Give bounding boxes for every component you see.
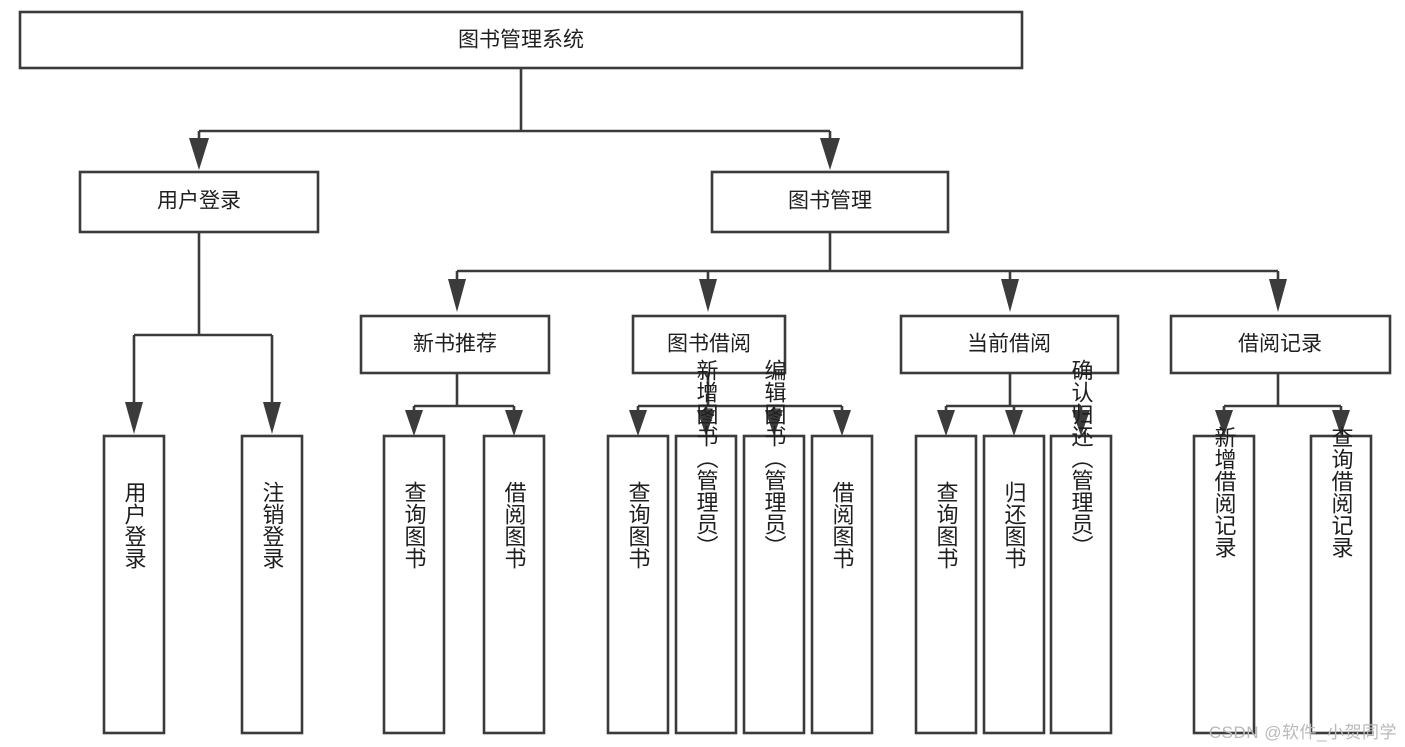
node-leaf-rec-query-box[interactable] [382,434,446,735]
node-leaf-user-logout-label: 注销登录 [260,481,285,569]
node-leaf-cur-confirm[interactable]: 确认归还（管理员） [1049,359,1113,735]
node-book-borrow-label: 图书借阅 [667,333,751,356]
arrow-root-to-user-login [189,138,209,170]
node-leaf-borrow-query-label: 查询图书 [626,481,651,569]
node-leaf-cur-return[interactable]: 归还图书 [982,434,1046,735]
node-leaf-borrow-query-box[interactable] [606,434,670,735]
arrow-leaf-cur-return [1005,410,1023,436]
node-leaf-rec-add-box[interactable] [1192,434,1256,735]
node-leaf-borrow-edit-box[interactable] [742,434,806,735]
node-root-box[interactable] [18,10,1024,70]
arrow-leaf-rec-query [405,410,423,436]
node-new-book-rec-box[interactable] [359,314,551,375]
node-leaf-rec-add[interactable]: 新增借阅记录 [1192,426,1256,735]
node-leaf-user-logout[interactable]: 注销登录 [240,434,304,735]
node-leaf-cur-query-label: 查询图书 [934,481,959,569]
arrow-to-new-book-rec [448,279,466,312]
arrow-root-to-book-manage [820,138,840,170]
node-new-book-rec[interactable]: 新书推荐 [359,314,551,375]
node-leaf-borrow-lend[interactable]: 借阅图书 [810,434,874,735]
node-book-manage-box[interactable] [710,170,950,234]
node-leaf-rec-search[interactable]: 查询借阅记录 [1309,426,1373,735]
arrow-leaf-cur-query [937,410,955,436]
node-leaf-user-login-label: 用户登录 [122,481,147,569]
node-leaf-user-login-box[interactable] [102,434,166,735]
node-leaf-cur-confirm-box[interactable] [1049,434,1113,735]
node-current-borrow-label: 当前借阅 [967,333,1051,356]
arrow-leaf-cur-confirm [1072,410,1090,436]
arrow-leaf-borrow-add [697,410,715,436]
arrow-to-current-borrow [1001,279,1019,312]
edges-layer [125,68,1350,436]
node-leaf-cur-return-label: 归还图书 [1002,481,1027,569]
node-user-login[interactable]: 用户登录 [78,170,320,234]
node-leaf-cur-query-box[interactable] [914,434,978,735]
arrow-leaf-borrow-lend [833,410,851,436]
node-user-login-label: 用户登录 [157,190,241,213]
node-leaf-rec-borrow[interactable]: 借阅图书 [482,434,546,735]
node-current-borrow[interactable]: 当前借阅 [899,314,1120,375]
node-leaf-rec-query[interactable]: 查询图书 [382,434,446,735]
node-leaf-cur-return-box[interactable] [982,434,1046,735]
node-current-borrow-box[interactable] [899,314,1120,375]
node-leaf-borrow-query[interactable]: 查询图书 [606,434,670,735]
arrow-leaf-borrow-edit [765,410,783,436]
arrow-leaf-user-logout [263,402,281,434]
arrow-leaf-rec-borrow [505,410,523,436]
arrow-leaf-borrow-query [629,410,647,436]
node-leaf-borrow-lend-box[interactable] [810,434,874,735]
arrow-to-borrow-record [1269,279,1287,312]
node-leaf-rec-search-label: 查询借阅记录 [1329,426,1354,558]
node-borrow-record[interactable]: 借阅记录 [1169,314,1392,375]
arrow-leaf-user-login [125,402,143,434]
node-borrow-record-box[interactable] [1169,314,1392,375]
node-new-book-rec-label: 新书推荐 [413,333,497,356]
node-leaf-borrow-edit-label: 编辑图书（管理员） [762,359,787,557]
node-leaf-rec-borrow-box[interactable] [482,434,546,735]
node-leaf-cur-query[interactable]: 查询图书 [914,434,978,735]
node-leaf-rec-add-label: 新增借阅记录 [1212,426,1237,558]
node-book-manage-label: 图书管理 [788,190,872,213]
node-leaf-borrow-add[interactable]: 新增图书（管理员） [674,359,738,735]
node-leaf-user-logout-box[interactable] [240,434,304,735]
node-leaf-borrow-lend-label: 借阅图书 [830,481,855,569]
node-leaf-borrow-add-label: 新增图书（管理员） [694,359,719,557]
node-user-login-box[interactable] [78,170,320,234]
node-root-label: 图书管理系统 [458,29,584,52]
node-book-manage[interactable]: 图书管理 [710,170,950,234]
node-leaf-rec-borrow-label: 借阅图书 [502,481,527,569]
node-leaf-borrow-edit[interactable]: 编辑图书（管理员） [742,359,806,735]
arrow-leaf-rec-add [1215,410,1233,436]
node-root[interactable]: 图书管理系统 [18,10,1024,70]
arrow-to-book-borrow [699,279,717,312]
node-leaf-rec-query-label: 查询图书 [402,481,427,569]
node-leaf-borrow-add-box[interactable] [674,434,738,735]
arrow-leaf-rec-search [1332,410,1350,436]
node-book-borrow[interactable]: 图书借阅 [631,314,787,375]
node-leaf-rec-search-box[interactable] [1309,434,1373,735]
node-leaf-user-login[interactable]: 用户登录 [102,434,166,735]
node-borrow-record-label: 借阅记录 [1238,333,1322,356]
node-leaf-cur-confirm-label: 确认归还（管理员） [1069,359,1094,557]
node-book-borrow-box[interactable] [631,314,787,375]
